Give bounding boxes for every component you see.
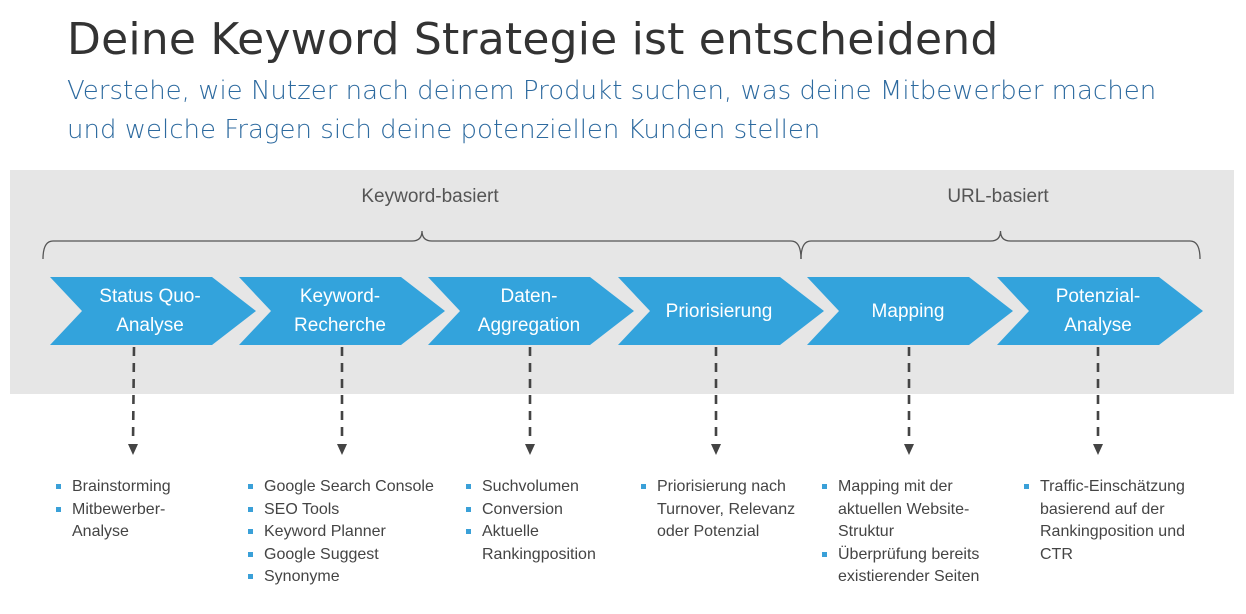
arrow-head-icon — [1093, 444, 1103, 455]
bracket-url-basiert — [800, 230, 1201, 260]
chevron-status-quo — [50, 277, 256, 345]
arrow-head-icon — [128, 444, 138, 455]
arrow-head-icon — [337, 444, 347, 455]
list-item: Google Search Console — [246, 476, 434, 499]
chevron-priorisierung — [618, 277, 824, 345]
chevron-potenzial-analyse — [997, 277, 1203, 345]
step-label-keyword-recherche: Keyword-Recherche — [294, 286, 386, 336]
dashed-connector-status-quo — [131, 346, 136, 444]
step-label-mapping: Mapping — [871, 300, 945, 322]
list-item: Conversion — [464, 499, 596, 522]
arrow-head-icon — [711, 444, 721, 455]
list-item: Suchvolumen — [464, 476, 596, 499]
chevron-keyword-recherche — [239, 277, 445, 345]
arrow-head-icon — [904, 444, 914, 455]
step-label-status-quo-analyse: Status Quo-Analyse — [99, 286, 201, 336]
group-label-keyword-basiert: Keyword-basiert — [361, 186, 499, 207]
list-item: Mitbewerber-Analyse — [54, 499, 171, 544]
step-label-daten-aggregation: Daten-Aggregation — [477, 286, 581, 336]
chevron-mapping — [807, 277, 1013, 345]
bullet-list-keyword-recherche: Google Search Console SEO Tools Keyword … — [246, 476, 434, 589]
step-label-potenzial-analyse: Potenzial-Analyse — [1055, 286, 1141, 336]
chevron-daten-aggregation — [428, 277, 634, 345]
list-item: SEO Tools — [246, 499, 434, 522]
step-label-priorisierung: Priorisierung — [665, 300, 773, 322]
list-item: Keyword Planner — [246, 521, 434, 544]
group-label-url-basiert: URL-basiert — [947, 186, 1049, 207]
arrow-head-icon — [525, 444, 535, 455]
bullet-list-status-quo: Brainstorming Mitbewerber-Analyse — [54, 476, 171, 544]
bracket-keyword-basiert — [42, 230, 802, 260]
list-item: Brainstorming — [54, 476, 171, 499]
page-title: Deine Keyword Strategie ist entscheidend — [67, 14, 999, 65]
list-item: Synonyme — [246, 566, 434, 589]
list-item: Google Suggest — [246, 544, 434, 567]
page-subtitle: Verstehe, wie Nutzer nach deinem Produkt… — [67, 76, 1157, 145]
